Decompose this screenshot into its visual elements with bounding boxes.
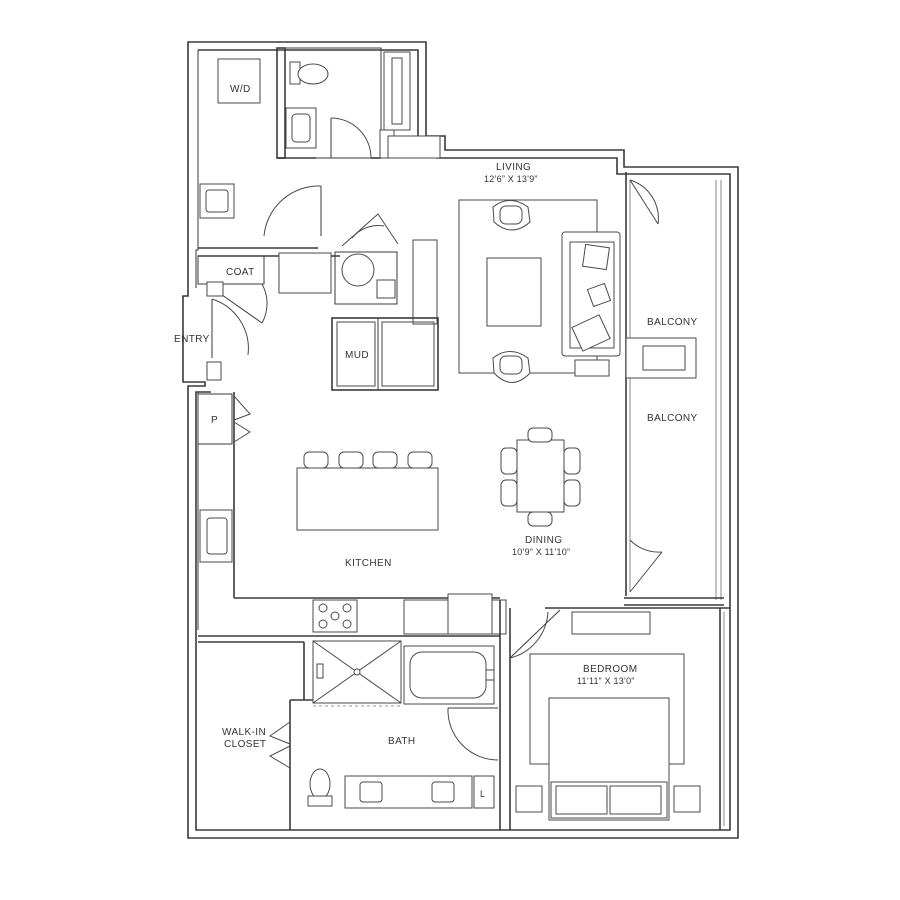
- entry-label: ENTRY: [174, 334, 210, 345]
- washer-dryer: W/D: [217, 58, 261, 104]
- laundry-sink-icon: [199, 183, 235, 219]
- armchair-icon: [492, 200, 531, 231]
- side-table: [574, 359, 610, 377]
- living-room: LIVING 12’6” X 13’9”: [458, 162, 621, 383]
- nightstand: [515, 785, 543, 813]
- kitchen-sink-icon: [199, 509, 233, 563]
- laundry-label: W/D: [230, 84, 251, 95]
- dining: DINING 10’9” X 11’10”: [500, 427, 581, 557]
- kitchen-island: [296, 467, 439, 531]
- pantry-label: P: [211, 415, 218, 426]
- refrigerator: [447, 593, 493, 635]
- balcony-upper-label: BALCONY: [647, 317, 698, 328]
- vanity-icon: [344, 775, 473, 809]
- toilet-icon: [307, 768, 333, 807]
- living-label: LIVING: [496, 162, 531, 173]
- armchair-icon: [492, 351, 531, 383]
- bed-icon: [548, 697, 670, 821]
- kitchen-label: KITCHEN: [345, 558, 392, 569]
- sofa-icon: [561, 231, 621, 357]
- closet-door[interactable]: [268, 721, 291, 769]
- toilet-icon: [289, 61, 329, 85]
- linen-label: L: [480, 789, 485, 799]
- living-dims: 12’6” X 13’9”: [484, 174, 538, 184]
- bedroom-door[interactable]: [509, 609, 561, 659]
- cooktop-icon: [312, 599, 358, 633]
- balcony: BALCONY BALCONY: [624, 172, 724, 606]
- mud-label: MUD: [345, 350, 369, 361]
- bathtub-icon: [403, 645, 495, 705]
- walkin-label-line1: WALK-IN: [222, 727, 266, 738]
- sink-icon: [285, 107, 317, 149]
- bedroom: BEDROOM 11’11” X 13’0”: [499, 600, 730, 830]
- mud-area: MUD: [331, 213, 439, 391]
- nightstand: [673, 785, 701, 813]
- bedroom-label: BEDROOM: [583, 664, 637, 675]
- shower-icon: [312, 640, 402, 704]
- cabinet: [278, 252, 332, 294]
- dresser: [571, 611, 651, 635]
- balcony-door-lower[interactable]: [629, 539, 663, 593]
- dishwasher: [403, 599, 449, 635]
- kitchen: P KITCHEN: [197, 392, 507, 635]
- powder-door[interactable]: [330, 117, 372, 159]
- walkin-label-line2: CLOSET: [224, 739, 266, 750]
- balcony-door-upper[interactable]: [629, 179, 659, 225]
- coffee-table: [486, 257, 542, 327]
- laundry-door[interactable]: [263, 185, 322, 237]
- dining-dims: 10’9” X 11’10”: [512, 547, 570, 557]
- dining-table: [516, 439, 565, 513]
- powder-area: [276, 47, 441, 159]
- pantry-door[interactable]: [233, 395, 251, 443]
- dining-label: DINING: [525, 535, 562, 546]
- coat-label: COAT: [226, 267, 255, 278]
- walk-in-closet: WALK-IN CLOSET: [222, 721, 291, 769]
- balcony-lower-label: BALCONY: [647, 413, 698, 424]
- bath-door[interactable]: [447, 707, 499, 761]
- bath: BATH L: [198, 635, 500, 830]
- dining-chairs: [500, 427, 581, 527]
- bar-stools: [303, 451, 433, 469]
- coat-closet: COAT: [197, 255, 265, 285]
- linen-closet: [473, 775, 495, 809]
- bedroom-dims: 11’11” X 13’0”: [577, 676, 635, 686]
- bath-label: BATH: [388, 736, 416, 747]
